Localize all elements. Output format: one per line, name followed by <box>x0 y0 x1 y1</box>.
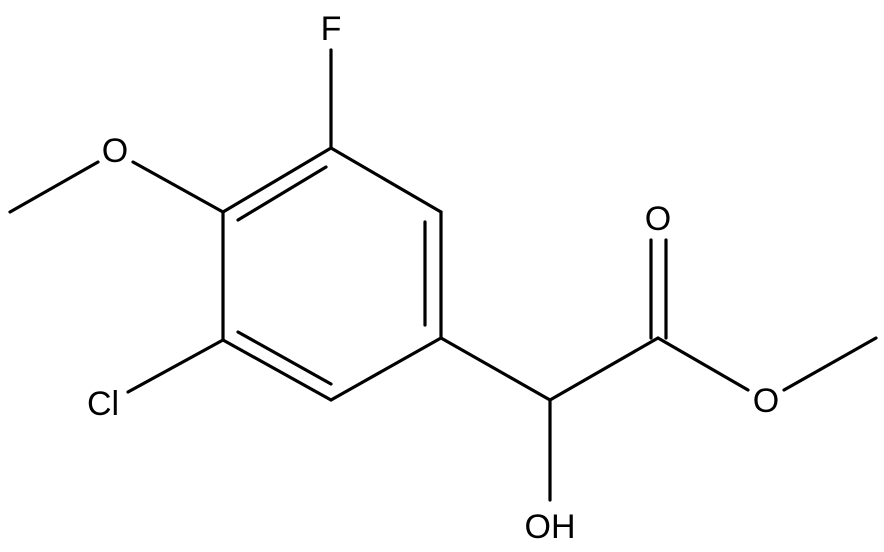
atom-label-carbonyl-oxygen: O <box>645 200 671 238</box>
atom-label-fluorine: F <box>321 10 342 48</box>
ring-bond-c6-c1 <box>329 146 443 214</box>
ring-bond-c1-c2 <box>221 146 333 214</box>
ring-bond-c3-c4-inner <box>236 330 333 386</box>
bond-c3-cl <box>126 338 225 394</box>
atom-label-ester-oxygen: O <box>753 382 779 420</box>
bond-o-ch3-methoxy <box>8 160 100 214</box>
atom-label-hydroxyl: OH <box>525 508 576 546</box>
bond-o-ch3-ester <box>782 336 878 392</box>
ring-bond-c3-c4 <box>221 338 333 402</box>
atom-label-methoxy-oxygen: O <box>102 132 128 170</box>
bond-c2-o-methoxy <box>131 160 225 214</box>
bond-c5-calpha <box>439 336 552 402</box>
bond-carbonyl-o-ester <box>656 336 750 392</box>
ring-bond-c4-c5 <box>329 336 443 402</box>
ring-bond-c1-c2-inner <box>236 165 328 222</box>
bond-calpha-carbonyl <box>548 336 660 402</box>
atom-label-chlorine: Cl <box>87 385 119 423</box>
